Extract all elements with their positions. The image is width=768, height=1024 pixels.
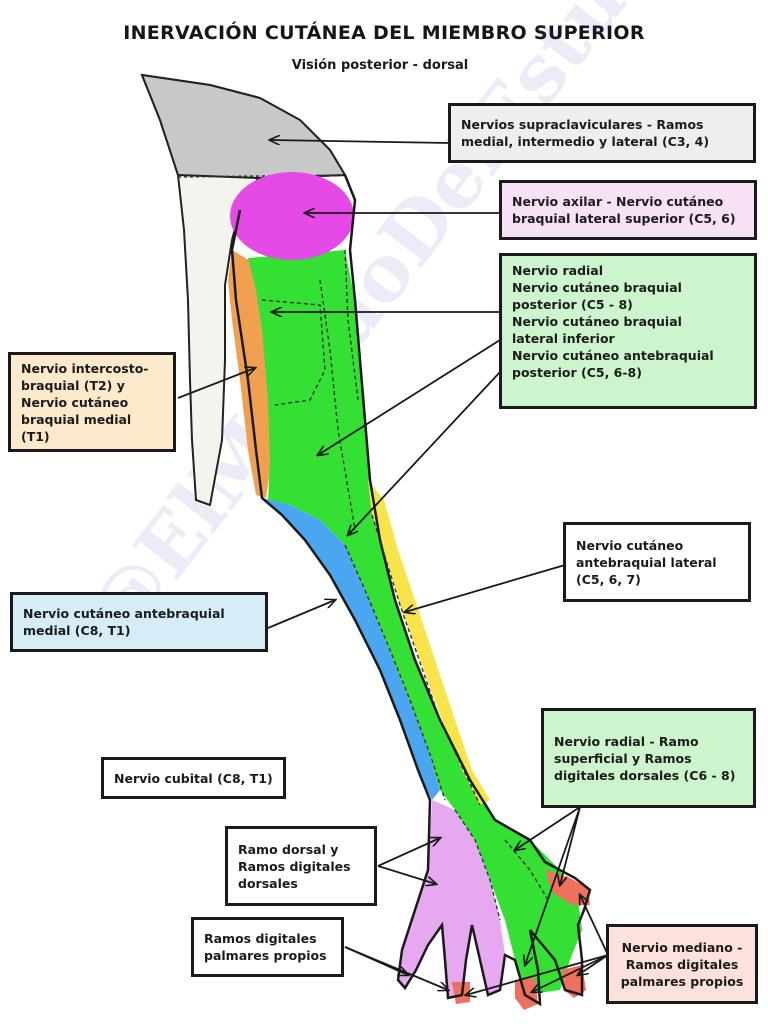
label-intercostobraquial: Nervio intercosto- braquial (T2) y Nervi… [8,352,176,452]
region-supraclavicular [140,73,347,180]
leader-radial-superficial-3 [525,806,581,965]
region-antebraquial-lateral [368,480,490,805]
label-ramo-dorsal: Ramo dorsal y Ramos digitales dorsales [225,826,377,906]
page-title: INERVACIÓN CUTÁNEA DEL MIEMBRO SUPERIOR [123,22,645,44]
leader-supraclaviculares [270,140,451,143]
leader-radial-lateral [318,339,501,455]
leader-radial-antebraquial [348,371,501,535]
label-cubital: Nervio cubital (C8, T1) [101,757,286,799]
region-mediano-middle [515,978,538,1010]
region-mediano-thumb [545,870,590,905]
leader-dorsal-1 [377,838,440,867]
region-antebraquial-medial [262,498,440,800]
leader-mediano-4 [466,954,609,995]
label-antebraquial-lateral: Nervio cutáneo antebraquial lateral (C5,… [563,522,751,602]
label-antebraquial-medial: Nervio cutáneo antebraquial medial (C8, … [10,592,268,652]
leader-palmares-2 [344,946,448,990]
label-supraclaviculares: Nervios supraclaviculares - Ramos medial… [448,103,756,163]
label-digitales-palmares: Ramos digitales palmares propios [191,917,344,977]
region-radial [248,250,582,995]
label-axilar: Nervio axilar - Nervio cutáneo braquial … [499,180,757,240]
label-mediano: Nervio mediano - Ramos digitales palmare… [606,924,758,1004]
label-radial-superficial: Nervio radial - Ramo superficial y Ramos… [541,708,756,808]
leader-dorsal-2 [377,865,436,884]
region-axilar [230,172,354,260]
leader-antebraquial-medial [267,600,335,629]
leader-mediano-3 [532,954,609,992]
leader-antebraquial-lateral [405,564,566,612]
leader-radial-superficial-2 [560,806,581,885]
label-radial: Nervio radial Nervio cutáneo braquial po… [499,253,757,409]
leader-intercosto [177,368,255,399]
leader-radial-superficial-1 [515,806,581,850]
leader-mediano-1 [580,895,609,956]
page-subtitle: Visión posterior - dorsal [291,58,469,73]
arm-outline [230,174,592,1007]
